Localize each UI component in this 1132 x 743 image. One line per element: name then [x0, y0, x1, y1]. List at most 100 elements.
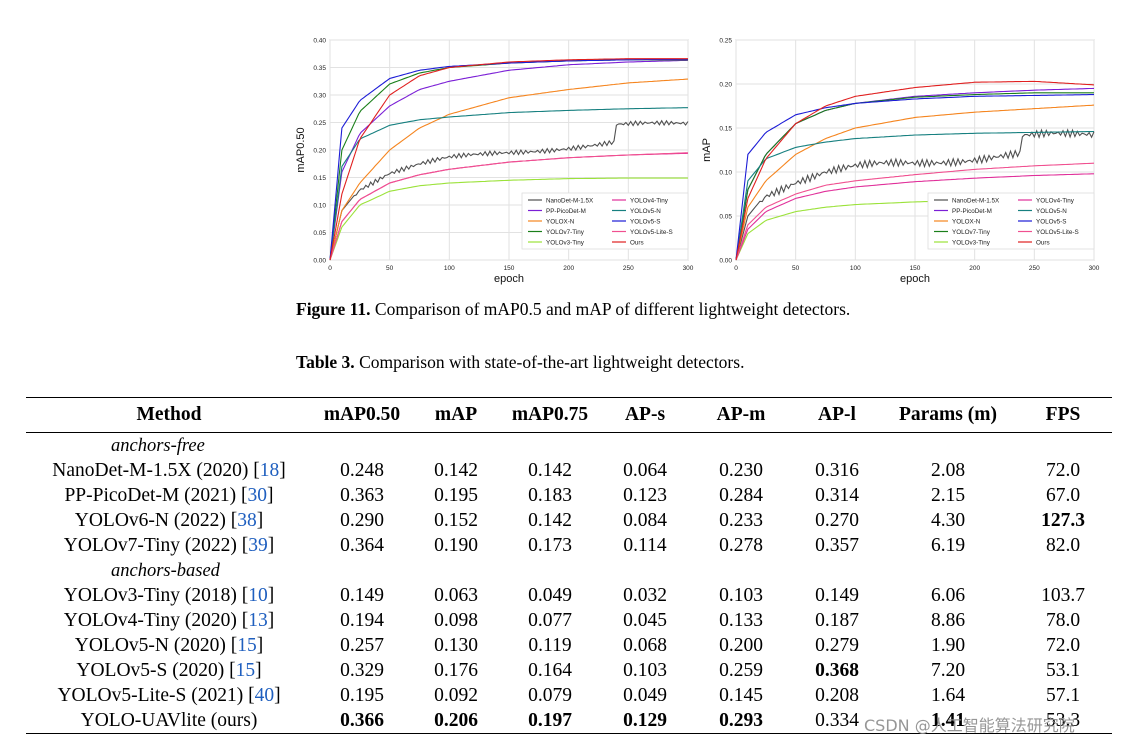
header-map50: mAP0.50 — [312, 397, 412, 433]
legend-entry: PP-PicoDet-M — [952, 208, 992, 215]
method-name: YOLOv5-N (2020) [ — [74, 634, 238, 656]
method-cell: YOLO-UAVlite (ours) — [26, 708, 312, 734]
x-tick-label: 300 — [1089, 265, 1100, 272]
y-tick-label: 0.25 — [719, 38, 732, 45]
x-tick-label: 300 — [683, 265, 694, 272]
figure-caption: Figure 11. Comparison of mAP0.5 and mAP … — [296, 299, 850, 320]
value-cell: 78.0 — [1045, 609, 1081, 631]
legend-entry: Ours — [1036, 239, 1050, 246]
method-cell: NanoDet-M-1.5X (2020) [18] — [52, 459, 286, 481]
value-cell: 0.077 — [528, 609, 572, 631]
method-cell: PP-PicoDet-M (2021) [30] — [64, 484, 274, 506]
value-cell: 0.195 — [340, 684, 384, 706]
citation-link[interactable]: 13 — [248, 609, 268, 631]
citation-link[interactable]: 15 — [237, 634, 257, 656]
y-tick-label: 0.30 — [313, 93, 326, 100]
value-cell: 0.257 — [340, 634, 384, 656]
header-ap-l: AP-l — [792, 397, 882, 433]
x-tick-label: 100 — [444, 265, 455, 272]
y-tick-label: 0.10 — [719, 170, 732, 177]
series-line — [735, 104, 1095, 261]
value-cell: 0.187 — [815, 609, 859, 631]
value-cell: 72.0 — [1045, 634, 1081, 656]
legend-entry: YOLOv5-Lite-S — [630, 229, 673, 236]
value-cell: 0.200 — [719, 634, 763, 656]
citation-link[interactable]: 39 — [248, 534, 268, 556]
x-tick-label: 100 — [850, 265, 861, 272]
value-cell: 7.20 — [930, 659, 966, 681]
value-cell: 0.119 — [528, 634, 572, 656]
value-cell: 67.0 — [1045, 484, 1081, 506]
legend-entry: YOLOv5-N — [630, 208, 661, 215]
value-cell: 53.1 — [1045, 659, 1081, 681]
method-cell: YOLOv7-Tiny (2022) [39] — [63, 534, 275, 556]
value-cell: 103.7 — [1041, 584, 1085, 606]
value-cell: 1.41 — [882, 708, 1014, 734]
value-cell: 0.103 — [719, 584, 763, 606]
method-name: YOLOv6-N (2022) [ — [74, 509, 238, 531]
header-map75: mAP0.75 — [500, 397, 600, 433]
value-cell: 0.173 — [528, 534, 572, 556]
value-cell: 0.149 — [340, 584, 384, 606]
header-method: Method — [26, 397, 312, 433]
value-cell: 0.142 — [528, 509, 572, 531]
x-tick-label: 200 — [563, 265, 574, 272]
legend-entry: YOLOv4-Tiny — [1036, 197, 1075, 204]
x-tick-label: 250 — [623, 265, 634, 272]
value-cell: 0.130 — [434, 634, 478, 656]
value-cell: 0.284 — [719, 484, 763, 506]
value-cell: 4.30 — [930, 509, 966, 531]
legend-entry: YOLOv5-Lite-S — [1036, 229, 1079, 236]
group-label: anchors-based — [111, 560, 220, 581]
legend-entry: YOLOX-N — [546, 218, 575, 225]
x-axis-label: epoch — [900, 273, 930, 285]
legend-entry: YOLOv3-Tiny — [952, 239, 991, 246]
value-cell: 0.049 — [528, 584, 572, 606]
value-cell: 127.3 — [1041, 509, 1085, 531]
header-ap-s: AP-s — [600, 397, 690, 433]
value-cell: 0.233 — [719, 509, 763, 531]
citation-link[interactable]: 30 — [247, 484, 268, 506]
citation-link[interactable]: 38 — [237, 509, 257, 531]
value-cell: 0.293 — [690, 708, 792, 734]
series-line — [329, 177, 688, 261]
y-tick-label: 0.20 — [313, 148, 326, 155]
y-tick-label: 0.25 — [313, 120, 326, 127]
x-tick-label: 50 — [386, 265, 394, 272]
citation-link[interactable]: 10 — [248, 584, 268, 606]
value-cell: 0.045 — [623, 609, 667, 631]
value-cell: 0.114 — [623, 534, 667, 556]
method-cell: YOLOv5-N (2020) [15] — [74, 634, 264, 656]
y-axis-label: mAP — [701, 138, 713, 162]
method-name: YOLOv3-Tiny (2018) [ — [63, 584, 249, 606]
header-map: mAP — [412, 397, 500, 433]
value-cell: 0.194 — [340, 609, 384, 631]
value-cell: 6.19 — [930, 534, 966, 556]
series-line — [735, 80, 1095, 261]
y-tick-label: 0.00 — [313, 258, 326, 265]
series-line — [329, 78, 689, 261]
table-group-row: anchors-free — [26, 433, 1112, 459]
citation-link[interactable]: 40 — [254, 684, 275, 706]
value-cell: 8.86 — [930, 609, 966, 631]
value-cell: 1.64 — [930, 684, 966, 706]
citation-link[interactable]: 15 — [235, 659, 256, 681]
value-cell: 0.363 — [340, 484, 384, 506]
value-cell: 0.142 — [528, 459, 572, 481]
value-cell: 0.259 — [719, 659, 763, 681]
citation-link[interactable]: 18 — [259, 459, 280, 481]
value-cell: 0.149 — [815, 584, 859, 606]
value-cell: 0.368 — [815, 659, 859, 681]
method-name: YOLOv7-Tiny (2022) [ — [63, 534, 249, 556]
value-cell: 6.06 — [930, 584, 966, 606]
header-ap-m: AP-m — [690, 397, 792, 433]
value-cell: 0.145 — [719, 684, 763, 706]
